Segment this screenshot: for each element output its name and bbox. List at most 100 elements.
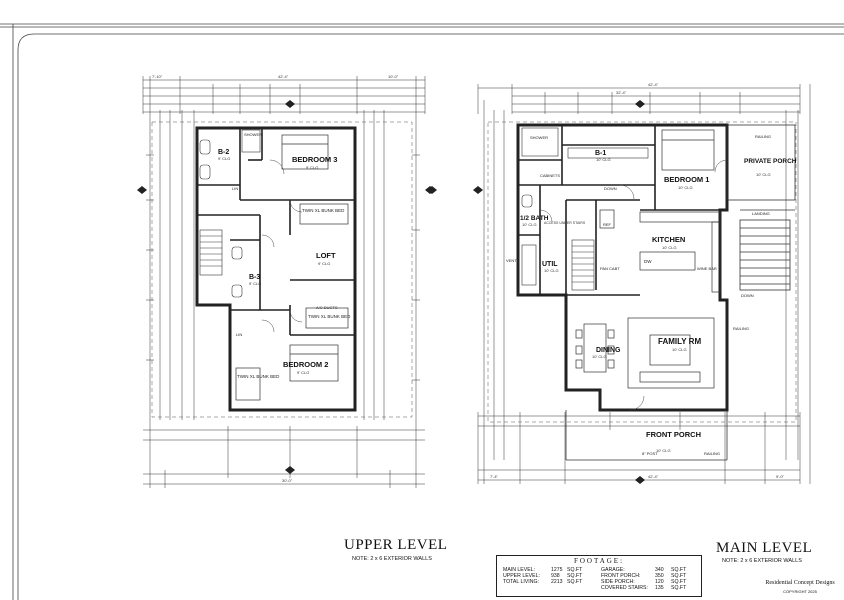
footage-row-unit2: SQ.FT xyxy=(671,567,687,573)
upper-level-title: UPPER LEVEL xyxy=(344,537,448,553)
main-kitchen xyxy=(599,209,721,293)
main-bedroom1-label: BEDROOM 1 xyxy=(664,175,709,184)
main-level-note: NOTE: 2 x 6 EXTERIOR WALLS xyxy=(722,558,802,564)
main-cabinets-label: CABINETS xyxy=(540,173,560,178)
main-railing-label-3: RAILING xyxy=(704,451,720,456)
upper-lin1-label: LIN xyxy=(232,186,238,191)
upper-beds xyxy=(235,134,349,401)
footage-row-label: MAIN LEVEL: xyxy=(503,567,536,573)
upper-bunk1-label: TWIN XL BUNK BED xyxy=(302,208,345,213)
main-stairs xyxy=(571,239,595,291)
upper-bunk3-label: TWIN XL BUNK BED xyxy=(237,374,280,379)
footage-row-value: 938 xyxy=(551,573,560,579)
upper-loft-clg: 9' CLG xyxy=(318,261,330,266)
upper-ac-ducts-label: A/C DUCTS xyxy=(316,305,338,310)
main-front-porch-clg: 10' CLG xyxy=(656,448,671,453)
main-markers xyxy=(427,100,645,484)
upper-roof-outline xyxy=(151,121,413,418)
upper-bath-fixtures xyxy=(199,129,261,298)
main-kitchen-label: KITCHEN xyxy=(652,235,685,244)
upper-shower-label: SHOWER xyxy=(244,132,262,137)
main-front-porch-label: FRONT PORCH xyxy=(646,430,701,439)
upper-dim-left: 7'-10" xyxy=(152,74,163,79)
main-wine-bar-label: WINE BAR xyxy=(697,266,717,271)
main-interior-walls xyxy=(518,125,727,296)
sheet-border xyxy=(0,23,844,600)
footage-row-unit2: SQ.FT xyxy=(671,579,687,585)
footage-row-value2: 350 xyxy=(655,573,664,579)
footage-row-label2: GARAGE: xyxy=(601,567,625,573)
main-b1-clg: 10' CLG xyxy=(596,157,611,162)
designer-credit: Residential Concept Designs xyxy=(765,580,835,586)
main-bed xyxy=(661,129,715,171)
main-post-label: 8" POST xyxy=(642,451,658,456)
main-down-label-2: DOWN xyxy=(604,186,617,191)
main-ref-label: REF xyxy=(603,222,612,227)
main-b1-label: B-1 xyxy=(595,150,606,157)
main-dim-total: 42'-4" xyxy=(648,82,659,87)
footage-row-label2: SIDE PORCH: xyxy=(601,579,635,585)
main-kitchen-clg: 10' CLG xyxy=(662,245,677,250)
footage-row-unit: SQ.FT xyxy=(567,567,583,573)
footage-title: FOOTAGE: xyxy=(573,557,625,565)
main-family-furniture xyxy=(627,317,715,389)
main-landing-label: LANDING xyxy=(752,211,770,216)
main-railing-label-1: RAILING xyxy=(755,134,771,139)
footage-row-unit2: SQ.FT xyxy=(671,585,687,591)
main-railing-label-2: RAILING xyxy=(733,326,749,331)
main-dim-bottom: 42'-4" xyxy=(648,474,659,479)
main-family-rm-label: FAMILY RM xyxy=(658,337,701,346)
main-vent-label: VENT xyxy=(506,258,517,263)
main-dining-table xyxy=(575,323,615,373)
main-dim-top: 32'-4" xyxy=(616,90,627,95)
main-dining-label: DINING xyxy=(596,347,621,354)
footage-row-value: 2213 xyxy=(551,579,563,585)
upper-level-plan: BEDROOM 3 9' CLG B-2 9' CLG SHOWER LOFT … xyxy=(137,74,435,488)
main-dim-right: 9'-0" xyxy=(776,474,785,479)
main-level-title: MAIN LEVEL xyxy=(716,540,813,556)
main-level-plan: SHOWER B-1 10' CLG CABINETS BEDROOM 1 10… xyxy=(427,82,811,484)
upper-dimension-lines xyxy=(142,76,426,488)
upper-bedroom2-clg: 9' CLG xyxy=(297,370,309,375)
upper-b3-label: B-3 xyxy=(249,274,260,281)
footage-row-unit: SQ.FT xyxy=(567,573,583,579)
upper-lin2-label: LIN xyxy=(236,332,242,337)
upper-bunk2-label: TWIN XL BUNK BED xyxy=(308,314,351,319)
upper-bedroom3-clg: 9' CLG xyxy=(306,165,318,170)
footage-row-value2: 120 xyxy=(655,579,664,585)
main-family-rm-clg: 10' CLG xyxy=(672,347,687,352)
upper-bedroom3-label: BEDROOM 3 xyxy=(292,155,337,164)
main-roof-outline xyxy=(487,121,797,423)
main-dining-clg: 10' CLG xyxy=(592,354,607,359)
main-shower-label: SHOWER xyxy=(530,135,548,140)
upper-interior-walls xyxy=(197,128,355,336)
upper-b2-label: B-2 xyxy=(218,149,229,156)
main-pan-cabt-label: PAN CABT xyxy=(600,266,620,271)
upper-doors xyxy=(261,159,303,333)
main-access-label: ACCESS UNDER STAIRS xyxy=(544,221,586,225)
footage-row-label: TOTAL LIVING: xyxy=(503,579,539,585)
main-down-label-1: DOWN xyxy=(741,293,754,298)
upper-loft-label: LOFT xyxy=(316,251,336,260)
main-util-label: UTIL xyxy=(542,261,558,268)
upper-dim-right: 10'-0" xyxy=(388,74,399,79)
footage-row-unit2: SQ.FT xyxy=(671,573,687,579)
main-private-porch-label: PRIVATE PORCH xyxy=(744,158,797,165)
footage-row-value: 1275 xyxy=(551,567,563,573)
footage-row-label: UPPER LEVEL: xyxy=(503,573,540,579)
main-util-clg: 10' CLG xyxy=(544,268,559,273)
upper-dim-total: 42'-4" xyxy=(278,74,289,79)
copyright-text: COPYRIGHT 2025 xyxy=(783,589,817,594)
footage-row-value2: 135 xyxy=(655,585,664,591)
footage-table: FOOTAGE: MAIN LEVEL: 1275 SQ.FT GARAGE: … xyxy=(496,555,702,597)
upper-level-note: NOTE: 2 x 6 EXTERIOR WALLS xyxy=(352,556,432,562)
main-half-bath-clg: 10' CLG xyxy=(522,222,537,227)
main-side-porch xyxy=(726,124,796,291)
main-doors xyxy=(539,159,728,411)
main-bath-fixtures xyxy=(521,127,649,286)
main-dw-label: DW xyxy=(644,259,652,264)
upper-b2-clg: 9' CLG xyxy=(218,156,230,161)
footage-row-unit: SQ.FT xyxy=(567,579,583,585)
footage-row-label2: FRONT PORCH: xyxy=(601,573,641,579)
